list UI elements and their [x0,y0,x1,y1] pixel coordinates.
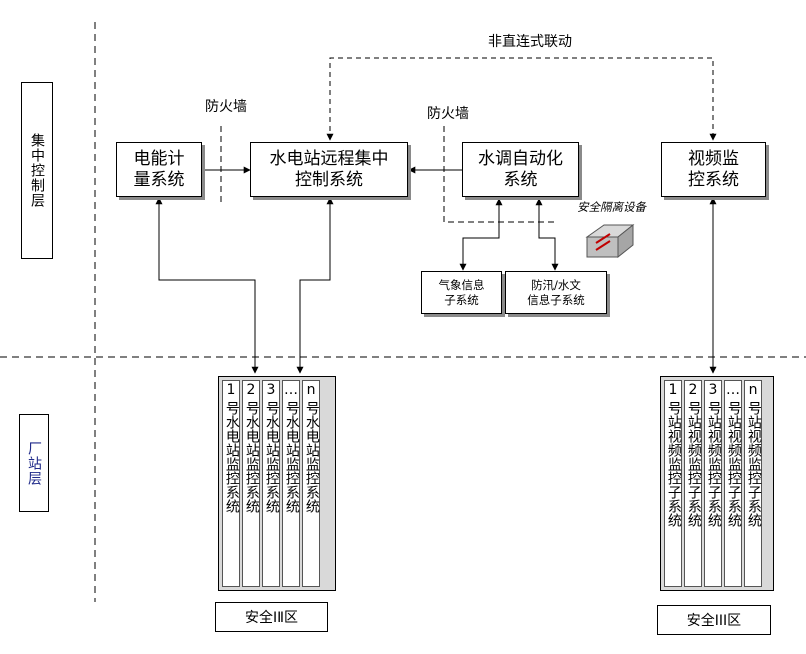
video-station-column-text: 号站视频监控子系统 [665,400,682,527]
hydro-station-column: 2 号水电站监控系统 [242,380,260,587]
video-station-column-text: 号站视频监控子系统 [725,400,742,527]
zone-3-label: 安全III区 [657,605,771,635]
hydro-station-column-number: 3 [266,382,276,398]
video-station-column-number: 3 [708,382,718,398]
remote-control-label: 水电站远程集中 控制系统 [269,148,389,190]
video-station-column-text: 号站视频监控子系统 [685,400,702,527]
plant-layer-text: 厂站层 [26,440,42,486]
weather-subsystem-box: 气象信息 子系统 [421,271,502,314]
zone-1-2-text: 安全ⅠⅡ区 [244,610,299,626]
hydro-station-column-number: … [284,382,298,398]
video-station-column-number: 1 [668,382,678,398]
hydro-station-column-text: 号水电站监控系统 [303,400,320,513]
energy-plant-link [155,197,259,374]
hydro-station-column-text: 号水电站监控系统 [243,400,260,513]
isolation-device-label: 安全隔离设备 [577,200,646,214]
hydro-station-column-text: 号水电站监控系统 [283,400,300,513]
flood-subsystem-label: 防汛/水文 信息子系统 [527,278,585,307]
video-station-column-number: 2 [688,382,698,398]
zone-1-2-label: 安全ⅠⅡ区 [215,602,328,632]
water-dispatch-label: 水调自动化 系统 [478,148,563,190]
hydro-station-column-number: 2 [246,382,256,398]
energy-metering-box: 电能计 量系统 [116,142,202,197]
firewall-label-1: 防火墙 [205,99,247,115]
video-station-column: 2 号站视频监控子系统 [684,380,702,587]
firewall-line-2 [443,126,557,223]
water-dispatch-box: 水调自动化 系统 [462,142,579,197]
hydro-station-column: 1 号水电站监控系统 [222,380,240,587]
video-station-column: 1 号站视频监控子系统 [664,380,682,587]
flood-subsystem-box: 防汛/水文 信息子系统 [505,271,607,314]
video-station-column-number: … [726,382,740,398]
hydro-station-column-number: 1 [226,382,236,398]
firewall-label-2: 防火墙 [427,106,469,122]
remote-control-box: 水电站远程集中 控制系统 [250,142,408,197]
central-layer-text: 集中控制层 [29,133,45,208]
plant-layer-label: 厂站层 [19,414,49,512]
video-station-column: n 号站视频监控子系统 [744,380,762,587]
hydro-station-column: 3 号水电站监控系统 [262,380,280,587]
top-link-label: 非直连式联动 [488,34,572,50]
hydro-station-column: n 号水电站监控系统 [302,380,320,587]
hydro-station-column-text: 号水电站监控系统 [223,400,240,513]
video-station-column-number: n [748,382,758,398]
hydro-station-column-text: 号水电站监控系统 [263,400,280,513]
video-station-column-text: 号站视频监控子系统 [745,400,762,527]
video-monitoring-box: 视频监 控系统 [661,142,766,197]
energy-metering-label: 电能计 量系统 [133,148,185,190]
dispatch-weather-link [459,198,503,271]
video-monitoring-label: 视频监 控系统 [688,148,739,190]
video-station-column-text: 号站视频监控子系统 [705,400,722,527]
zone-3-text: 安全III区 [686,613,742,629]
video-station-column: … 号站视频监控子系统 [724,380,742,587]
hydro-station-column: … 号水电站监控系统 [282,380,300,587]
top-link-line [326,57,717,141]
central-layer-label: 集中控制层 [21,82,53,259]
hydro-station-column-number: n [306,382,316,398]
dispatch-flood-link [535,198,559,271]
remote-plant-link [296,197,334,374]
isolation-device-icon [585,223,635,259]
weather-subsystem-label: 气象信息 子系统 [438,278,485,307]
video-station-column: 3 号站视频监控子系统 [704,380,722,587]
